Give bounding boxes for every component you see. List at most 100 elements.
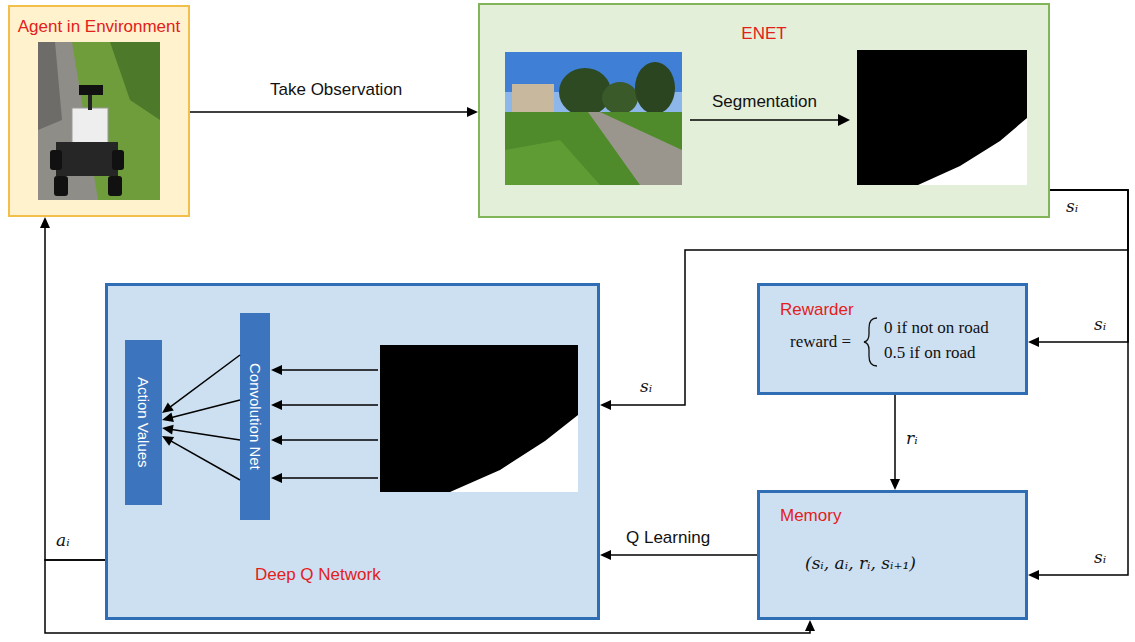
label-slot: aᵢ [56, 530, 70, 550]
box-title: Agent in Environment [10, 17, 188, 37]
illustration-part [857, 50, 1027, 185]
illustration-part [282, 404, 378, 405]
illustration-part [56, 142, 118, 176]
illustration-part [271, 400, 282, 410]
layer-label: Action Values [135, 377, 152, 468]
illustration-part [559, 68, 611, 116]
illustration-part [72, 108, 108, 144]
connector-line [610, 190, 1128, 405]
box-title: ENET [480, 24, 1048, 44]
illustration-part [450, 415, 578, 492]
arrow-head [805, 620, 815, 631]
connector [600, 550, 757, 560]
text-slot: reward = [790, 332, 851, 352]
connector [1028, 190, 1128, 580]
label-slot: sᵢ [640, 376, 652, 396]
box-title: Deep Q Network [255, 565, 381, 585]
text-slot: 0.5 if on road [884, 343, 976, 363]
text-label: sᵢ [1066, 196, 1078, 216]
layer-bar: Convolution Net [240, 313, 270, 520]
text-slot: Agent in Environment [10, 17, 188, 37]
illustration-part [38, 42, 62, 130]
connector-line [610, 554, 757, 556]
illustration-part [588, 112, 682, 185]
text-label: 0 if not on road [884, 318, 989, 338]
connector [45, 560, 815, 633]
connector-line [1038, 190, 1128, 342]
segmentation-mask [380, 345, 578, 492]
process-box: Memory (sᵢ, aᵢ, rᵢ, sᵢ₊₁) [757, 490, 1028, 620]
illustration-part [271, 435, 282, 445]
text-slot: Action Values [125, 340, 162, 505]
arrow-head [162, 425, 174, 435]
connector-line [172, 400, 240, 418]
connector [1028, 190, 1128, 347]
input-arrows [271, 365, 378, 483]
text-label: Take Observation [270, 80, 402, 100]
illustration-part [54, 176, 68, 196]
illustration-part [838, 114, 850, 126]
arrow-head [600, 550, 611, 560]
connector [600, 190, 1128, 410]
segmentation-mask [857, 50, 1027, 185]
arrow-head [162, 436, 174, 446]
text-slot: Deep Q Network [255, 565, 381, 585]
connector-line [45, 227, 105, 560]
label-slot: Q Learning [626, 528, 710, 548]
connector [162, 400, 240, 422]
connector-line [894, 395, 896, 480]
text-label: rᵢ [906, 428, 918, 448]
arrow-head [40, 217, 50, 228]
connector [162, 436, 240, 480]
box-title: Memory [780, 506, 841, 526]
illustration-part [108, 176, 122, 196]
campus-photo [505, 52, 682, 185]
connector-line [190, 111, 468, 113]
illustration-part [505, 112, 682, 185]
label-slot: Take Observation [270, 80, 402, 100]
box-title: Rewarder [780, 300, 854, 320]
label-slot: sᵢ [1094, 547, 1106, 567]
text-slot: (sᵢ, aᵢ, rᵢ, sᵢ₊₁) [805, 553, 916, 573]
robot-photo [38, 42, 160, 200]
arrow-head [162, 412, 174, 422]
illustration-part [110, 42, 160, 120]
label-slot: sᵢ [1066, 196, 1078, 216]
illustration-part [282, 439, 378, 440]
connector-line [170, 355, 240, 407]
connector-line [171, 441, 240, 480]
arrow-head [162, 402, 174, 413]
text-slot: ENET [480, 24, 1048, 44]
layer-bar: Action Values [125, 340, 162, 505]
text-label: sᵢ [1094, 314, 1106, 334]
illustration-part [512, 84, 554, 114]
text-label: sᵢ [640, 376, 652, 396]
illustration-part [79, 85, 103, 95]
illustration-part [602, 82, 638, 114]
arrow-head [600, 400, 611, 410]
illustration-part [271, 365, 282, 375]
illustration-part [50, 150, 62, 170]
text-slot: 0 if not on road [884, 318, 989, 338]
connector [162, 355, 240, 413]
illustration-part [112, 150, 124, 170]
text-label: Segmentation [712, 92, 817, 112]
arrow-head [1028, 570, 1039, 580]
arrow-head [467, 107, 478, 117]
illustration-part [271, 473, 282, 483]
label-slot: rᵢ [906, 428, 918, 448]
connector [162, 425, 240, 440]
layer-label: Convolution Net [247, 363, 264, 470]
label-slot: Segmentation [712, 92, 817, 112]
illustration-part [690, 119, 838, 121]
illustration-part [635, 62, 675, 114]
text-label: reward = [790, 332, 851, 352]
segmentation-arrow [690, 114, 850, 126]
process-box: Rewarder reward = 0 if not on road 0.5 if o… [757, 283, 1028, 395]
text-label: Q Learning [626, 528, 710, 548]
text-slot: Rewarder [780, 300, 854, 320]
illustration-part [380, 345, 578, 492]
text-label: 0.5 if on road [884, 343, 976, 363]
illustration-part [282, 477, 378, 478]
